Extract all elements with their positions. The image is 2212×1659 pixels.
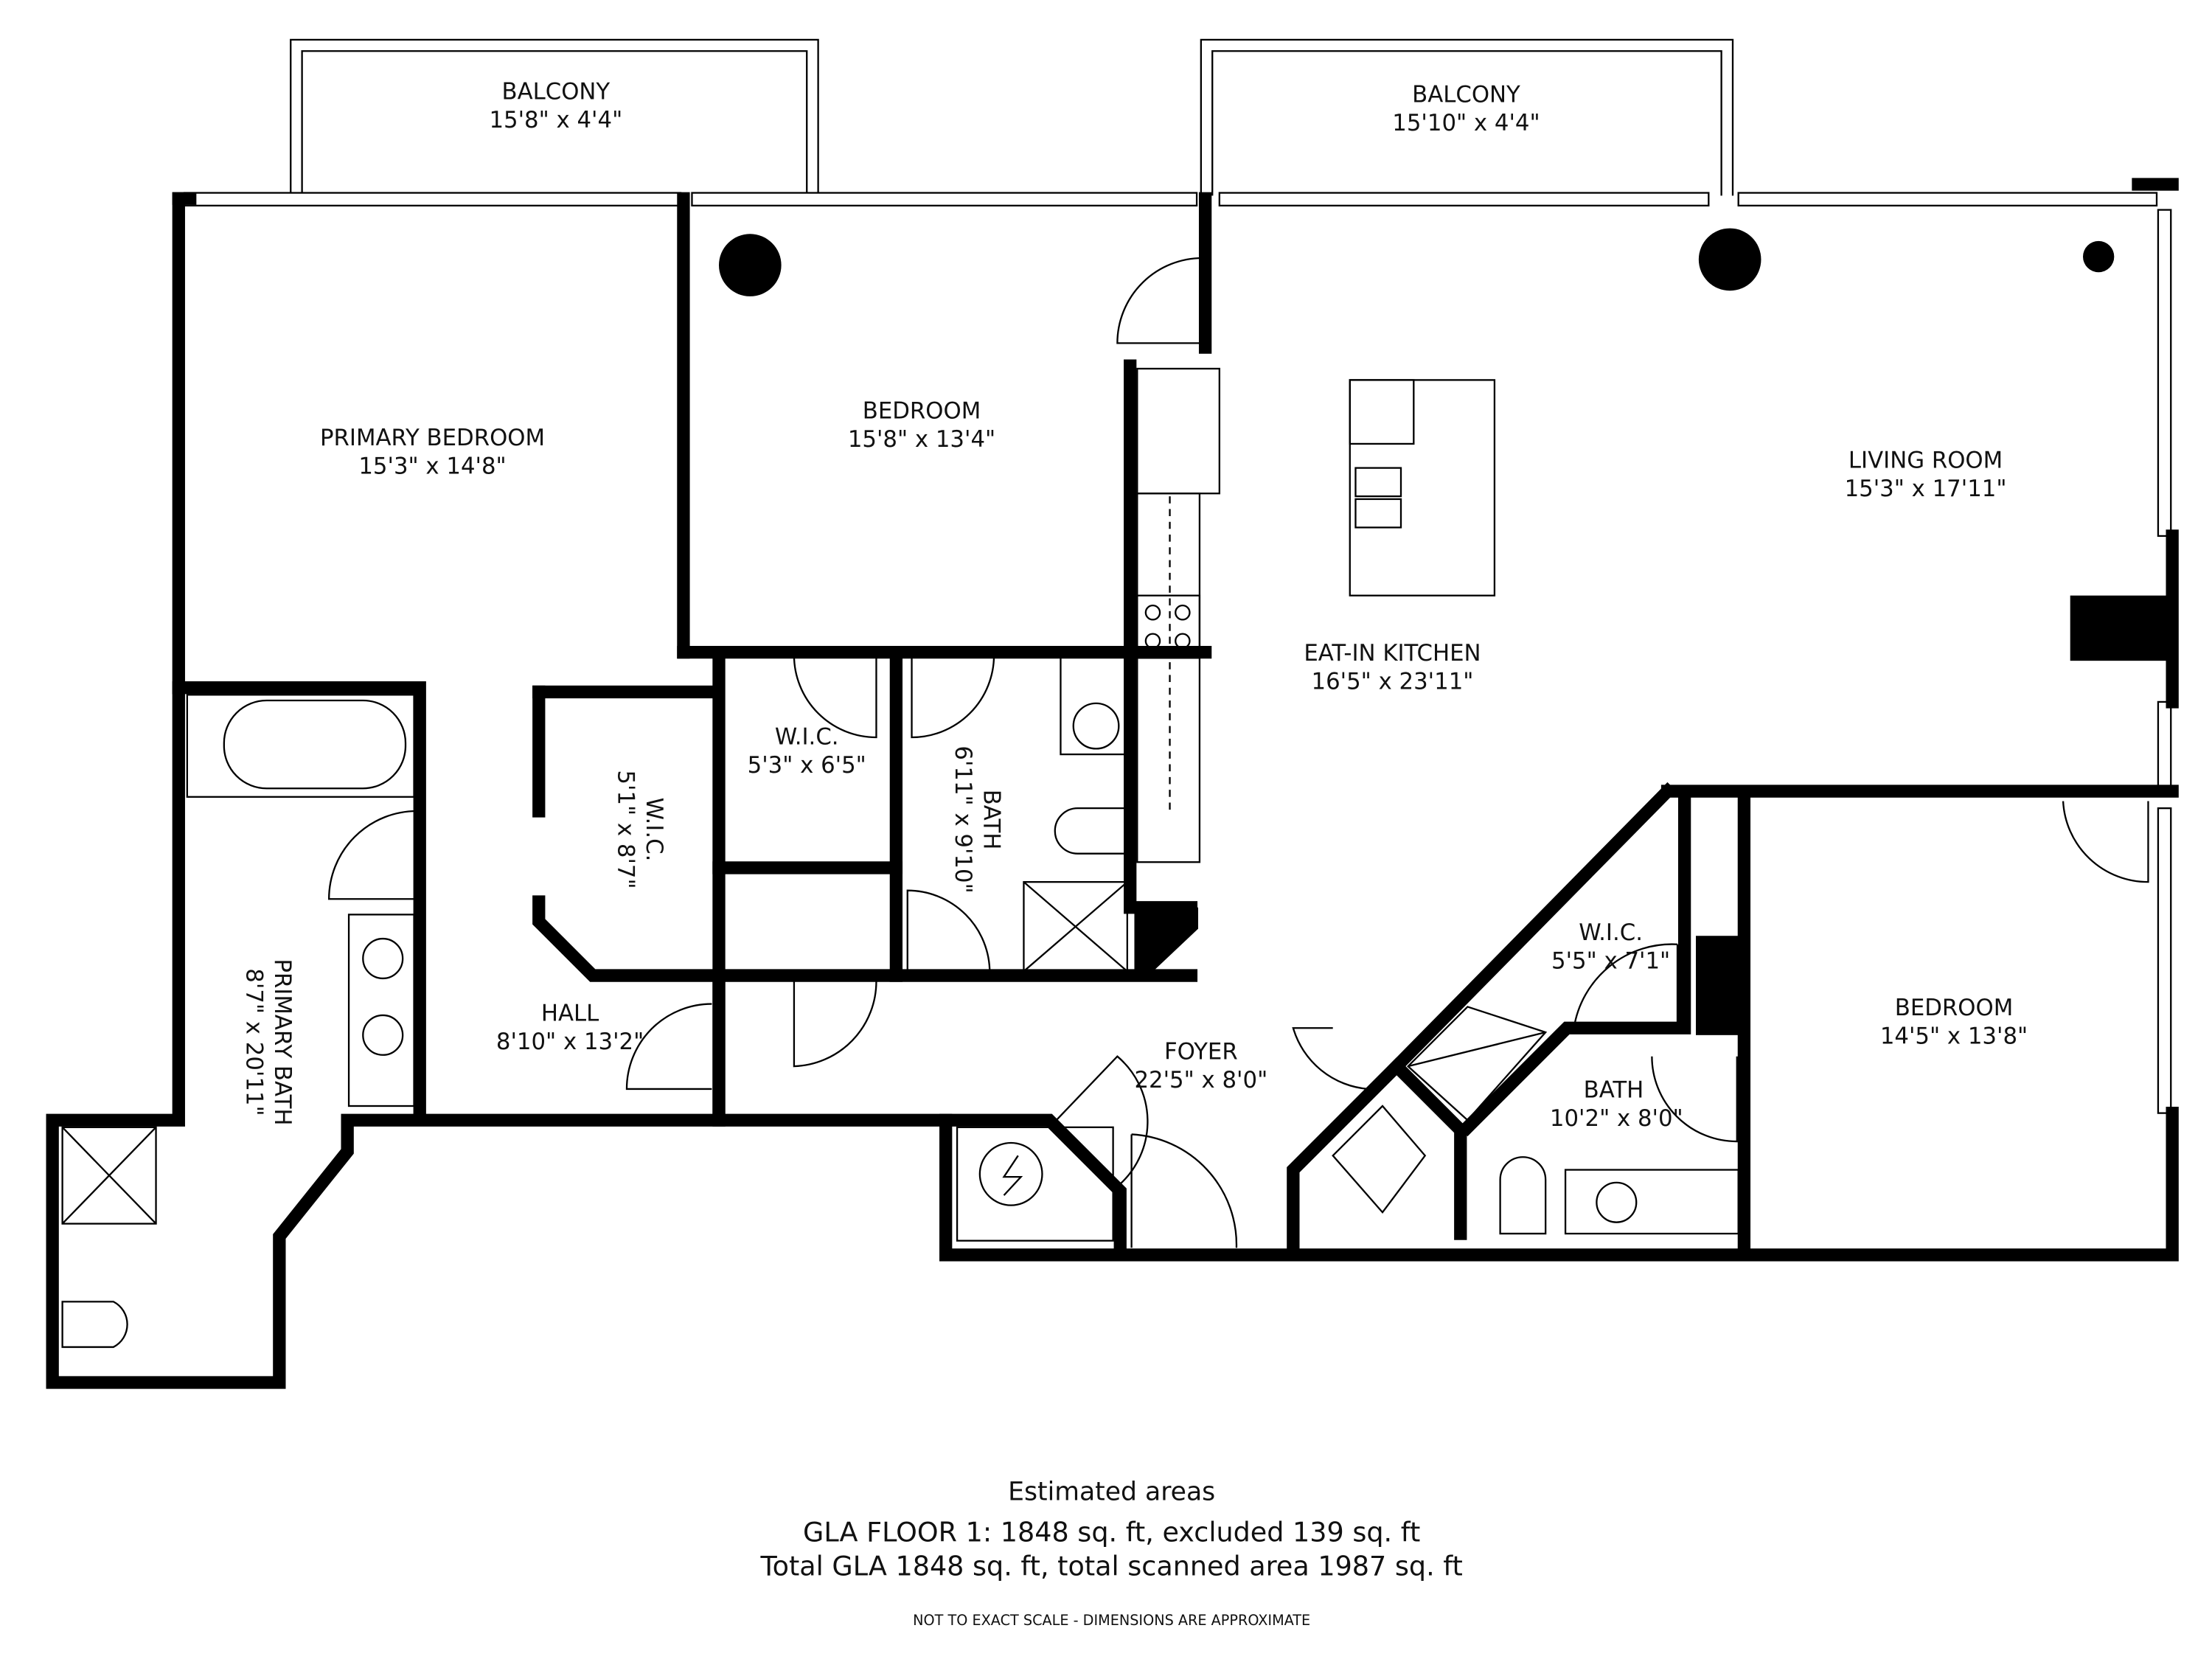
- room-label-bath-right: BATH 10'2" x 8'0": [1550, 1077, 1683, 1131]
- svg-text:BALCONY: BALCONY: [1412, 81, 1520, 108]
- room-label-wic-center: W.I.C. 5'3" x 6'5": [748, 724, 866, 779]
- svg-text:LIVING ROOM: LIVING ROOM: [1848, 448, 2003, 474]
- utility-closet: [956, 1105, 1427, 1242]
- svg-text:15'10" x 4'4": 15'10" x 4'4": [1392, 110, 1540, 136]
- svg-text:15'3" x 14'8": 15'3" x 14'8": [358, 453, 506, 479]
- svg-text:FOYER: FOYER: [1164, 1039, 1238, 1065]
- svg-text:16'5" x 23'11": 16'5" x 23'11": [1312, 669, 1474, 695]
- svg-text:W.I.C.: W.I.C.: [775, 724, 839, 751]
- svg-text:15'8" x 4'4": 15'8" x 4'4": [489, 107, 622, 133]
- room-label-balcony-left: BALCONY 15'8" x 4'4": [489, 79, 622, 133]
- svg-text:EAT-IN KITCHEN: EAT-IN KITCHEN: [1304, 640, 1481, 667]
- svg-text:8'7" x 20'11": 8'7" x 20'11": [241, 968, 268, 1116]
- svg-text:BEDROOM: BEDROOM: [1895, 995, 2014, 1021]
- room-label-kitchen: EAT-IN KITCHEN 16'5" x 23'11": [1304, 640, 1481, 695]
- svg-text:6'11" x 9'10": 6'11" x 9'10": [950, 745, 976, 893]
- room-label-foyer: FOYER 22'5" x 8'0": [1134, 1039, 1267, 1093]
- areas-line-floor: GLA FLOOR 1: 1848 sq. ft, excluded 139 s…: [803, 1516, 1420, 1548]
- areas-heading: Estimated areas: [1008, 1478, 1215, 1507]
- balcony-right: [1200, 38, 1734, 196]
- kitchen-island: [1349, 379, 1496, 597]
- structural-column: [719, 234, 782, 296]
- svg-text:14'5" x 13'8": 14'5" x 13'8": [1880, 1023, 2028, 1049]
- svg-text:HALL: HALL: [541, 1001, 599, 1027]
- svg-text:W.I.C.: W.I.C.: [641, 798, 667, 862]
- room-label-bedroom-top: BEDROOM 15'8" x 13'4": [848, 397, 995, 452]
- room-label-bedroom-right: BEDROOM 14'5" x 13'8": [1880, 995, 2028, 1049]
- room-label-balcony-right: BALCONY 15'10" x 4'4": [1392, 81, 1540, 136]
- kitchen-counter: [1136, 367, 1220, 863]
- svg-text:BEDROOM: BEDROOM: [863, 397, 981, 424]
- fireplace: [2070, 595, 2170, 661]
- svg-text:5'1" x 8'7": 5'1" x 8'7": [612, 770, 639, 888]
- svg-text:15'8" x 13'4": 15'8" x 13'4": [848, 426, 995, 453]
- structural-column: [1698, 228, 1761, 291]
- svg-text:5'3" x 6'5": 5'3" x 6'5": [748, 752, 866, 779]
- room-label-primary-bath: PRIMARY BATH 8'7" x 20'11": [241, 959, 296, 1125]
- scale-disclaimer: NOT TO EXACT SCALE - DIMENSIONS ARE APPR…: [913, 1612, 1310, 1629]
- areas-line-total: Total GLA 1848 sq. ft, total scanned are…: [760, 1551, 1463, 1582]
- windows-top: [183, 192, 2172, 1114]
- walls: [46, 178, 2179, 1389]
- doors: [327, 257, 2149, 1248]
- svg-text:PRIMARY BEDROOM: PRIMARY BEDROOM: [320, 425, 545, 451]
- svg-text:W.I.C.: W.I.C.: [1579, 919, 1643, 946]
- svg-text:10'2" x 8'0": 10'2" x 8'0": [1550, 1105, 1683, 1132]
- wall-column: [1696, 936, 1745, 1035]
- room-label-wic-right: W.I.C. 5'5" x 7'1": [1551, 919, 1670, 974]
- room-label-primary-bedroom: PRIMARY BEDROOM 15'3" x 14'8": [320, 425, 545, 479]
- room-label-bath-center: BATH 6'11" x 9'10": [950, 745, 1004, 893]
- svg-text:BATH: BATH: [978, 790, 1005, 850]
- room-label-hall: HALL 8'10" x 13'2": [496, 1001, 644, 1055]
- svg-text:PRIMARY BATH: PRIMARY BATH: [269, 959, 296, 1125]
- wall-column: [1134, 907, 1198, 976]
- structural-column: [2083, 240, 2115, 273]
- svg-text:15'3" x 17'11": 15'3" x 17'11": [1845, 476, 2007, 502]
- balcony-left: [290, 38, 819, 196]
- room-label-wic-left: W.I.C. 5'1" x 8'7": [612, 770, 667, 888]
- svg-text:BATH: BATH: [1584, 1077, 1644, 1103]
- svg-text:BALCONY: BALCONY: [501, 79, 610, 105]
- svg-text:22'5" x 8'0": 22'5" x 8'0": [1134, 1067, 1267, 1093]
- bathroom-fixtures: [61, 654, 1739, 1349]
- room-label-living-room: LIVING ROOM 15'3" x 17'11": [1845, 448, 2007, 502]
- svg-text:8'10" x 13'2": 8'10" x 13'2": [496, 1029, 644, 1055]
- svg-text:5'5" x 7'1": 5'5" x 7'1": [1551, 947, 1670, 974]
